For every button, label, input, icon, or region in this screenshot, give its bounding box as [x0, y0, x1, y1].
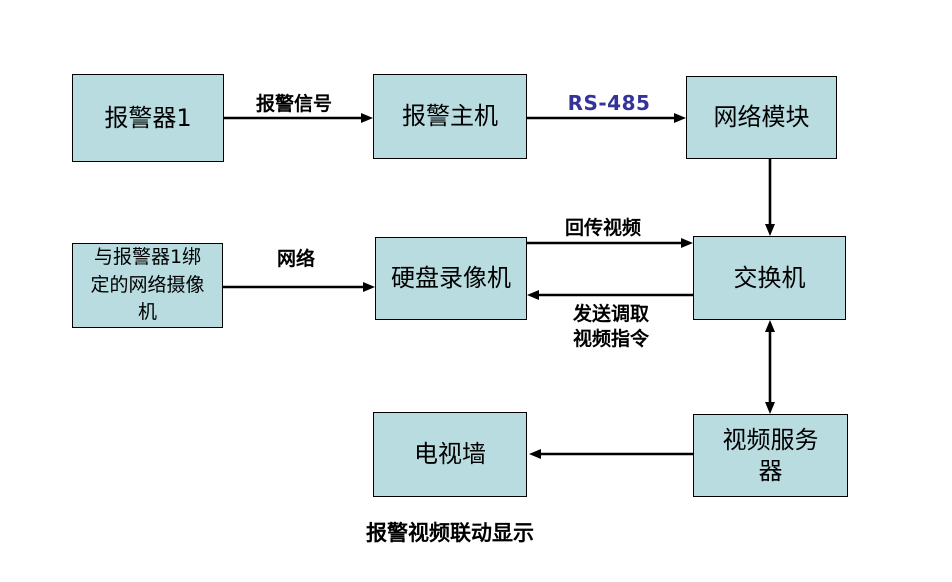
- edge-label-rs485: RS-485: [567, 91, 651, 115]
- node-switch: 交换机: [693, 236, 846, 320]
- edge-label-network: 网络: [276, 248, 315, 270]
- arrow-camera-to-dvr: [223, 282, 375, 292]
- arrow-switch-to-dvr: [527, 290, 693, 300]
- edge-label-return-video: 回传视频: [564, 217, 641, 239]
- arrow-video-server-to-tv-wall: [529, 449, 693, 459]
- edge-label-alarm-signal: 报警信号: [255, 93, 332, 115]
- node-alarm-host: 报警主机: [373, 74, 527, 159]
- arrow-switch-video-server-bidirectional: [765, 320, 775, 414]
- node-dvr: 硬盘录像机: [375, 237, 527, 320]
- node-network-camera: 与报警器1绑 定的网络摄像 机: [72, 243, 223, 328]
- node-network-module: 网络模块: [686, 76, 837, 159]
- diagram-caption: 报警视频联动显示: [366, 521, 534, 545]
- node-tv-wall: 电视墙: [373, 412, 527, 497]
- node-alarm1: 报警器1: [72, 74, 224, 162]
- node-video-server: 视频服务 器: [693, 414, 848, 497]
- edge-label-fetch-video-command: 发送调取 视频指令: [572, 303, 649, 351]
- arrow-network-module-to-switch: [765, 159, 775, 236]
